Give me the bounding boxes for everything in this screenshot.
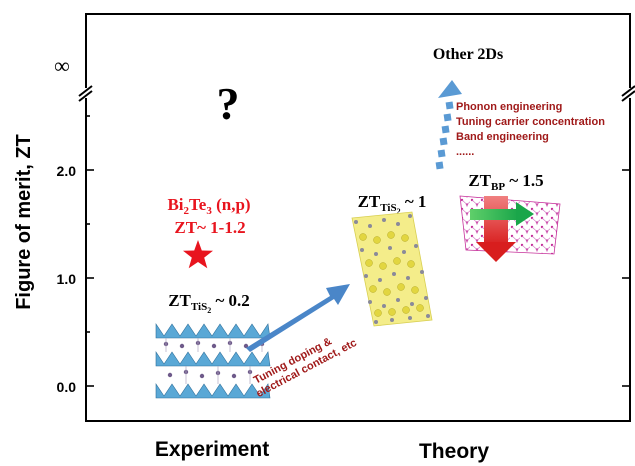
unknown-question-mark: ? [217, 78, 240, 129]
y-break-infinity: ∞ [54, 53, 70, 78]
bi2te3-label: Bi2Te3 (n,p) [167, 195, 250, 217]
y-tick-label-0: 0.0 [57, 379, 77, 395]
future-dashed-arrow [435, 80, 462, 170]
y-ticks [86, 115, 630, 387]
y-tick-label-1: 1.0 [57, 271, 77, 287]
y-tick-label-2: 2.0 [57, 163, 77, 179]
y-axis-title: Figure of merit, ZT [13, 134, 35, 310]
strategy-more: ...... [456, 146, 474, 158]
strategy-carrier: Tuning carrier concentration [456, 116, 605, 128]
strategy-band: Band engineering [456, 131, 549, 143]
axis-break-left [78, 85, 94, 102]
tis2-theory-label: ZTTiS2 ~ 1 [358, 192, 427, 216]
strategy-phonon: Phonon engineering [456, 101, 562, 113]
bp-structure-image [459, 195, 561, 262]
bi2te3-star-marker [183, 240, 213, 269]
axis-break-right [621, 85, 635, 102]
x-category-experiment: Experiment [155, 438, 269, 461]
plot-frame [85, 13, 631, 422]
bi2te3-zt-label: ZT~ 1-1.2 [174, 218, 245, 237]
tis2-monolayer-structure-image [351, 211, 433, 327]
tis2-bulk-structure-image [155, 322, 272, 410]
tis2-experiment-label: ZTTiS2 ~ 0.2 [168, 291, 250, 315]
bp-theory-label: ZTBP ~ 1.5 [468, 171, 543, 193]
doping-arrow [246, 284, 350, 352]
other-2ds-label: Other 2Ds [433, 46, 503, 63]
x-category-theory: Theory [419, 440, 489, 463]
